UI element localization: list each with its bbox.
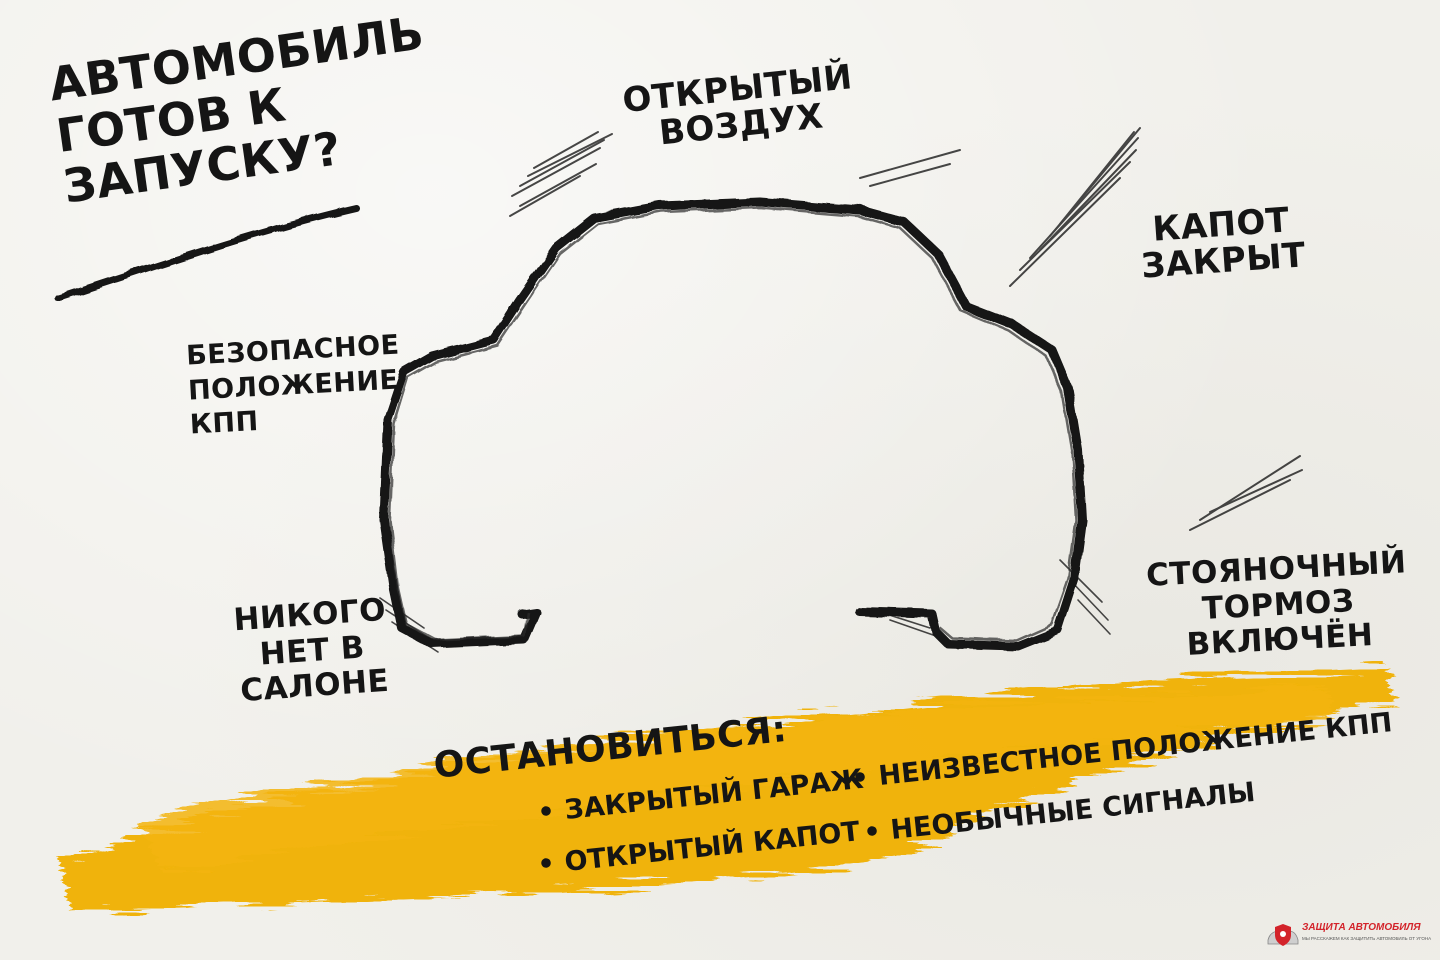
bullet: • (850, 762, 871, 795)
speed-lines (379, 127, 1303, 653)
label-safe-gear: Безопасное положение КПП (185, 328, 404, 443)
bullet: • (862, 816, 883, 849)
highlight-band (60, 668, 1392, 912)
bullet: • (536, 848, 557, 881)
title-underline (54, 204, 360, 302)
car-outline (379, 197, 1087, 651)
logo-tagline: МЫ РАССКАЖЕМ КАК ЗАЩИТИТЬ АВТОМОБИЛЬ ОТ … (1302, 936, 1432, 941)
logo-name: ЗАЩИТА АВТОМОБИЛЯ (1302, 922, 1421, 933)
label-nobody-inside: Никого нет в салоне (232, 592, 392, 710)
bullet: • (536, 796, 557, 829)
label-parking-brake: Стояночный тормоз включён (1145, 544, 1411, 665)
shield-icon (1267, 924, 1299, 946)
brand-logo: ЗАЩИТА АВТОМОБИЛЯ МЫ РАССКАЖЕМ КАК ЗАЩИТ… (1266, 920, 1436, 952)
car-outline-inner (388, 206, 1078, 642)
label-hood-closed: Капот закрыт (1138, 200, 1307, 286)
